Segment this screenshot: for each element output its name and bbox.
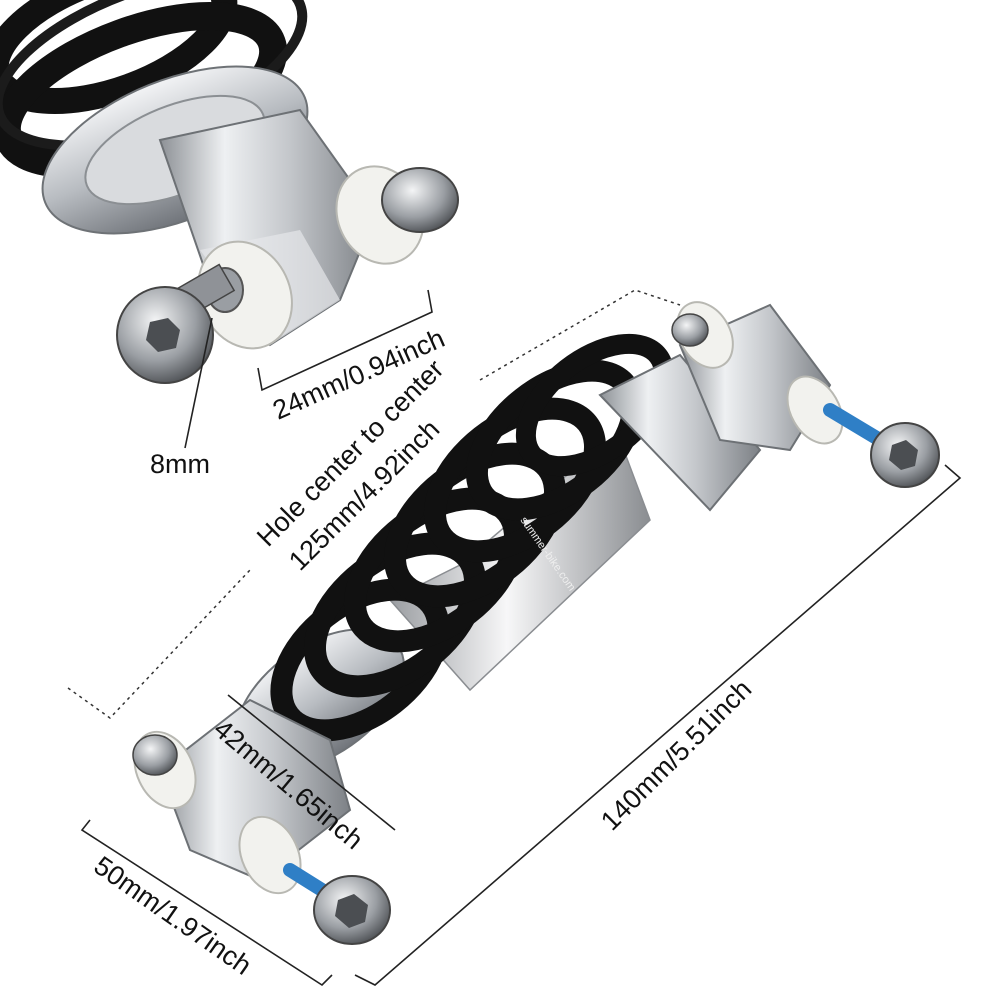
total-length-label: 140mm/5.51inch: [595, 674, 757, 836]
top-bolt-head-right: [381, 167, 459, 233]
dimension-lines: [67, 289, 962, 987]
upper-bolt-shaft: [823, 403, 887, 447]
upper-bushing-front: [786, 375, 844, 445]
top-eyelet-closeup: [0, 0, 459, 384]
upper-body: [598, 353, 762, 512]
bolt-diameter-label: 8mm: [150, 449, 210, 479]
lower-eyelet: [158, 698, 352, 882]
main-shock: summer-bike.com: [132, 301, 940, 945]
eye-length-label: 50mm/1.97inch: [89, 850, 257, 980]
main-spring: [270, 333, 675, 742]
